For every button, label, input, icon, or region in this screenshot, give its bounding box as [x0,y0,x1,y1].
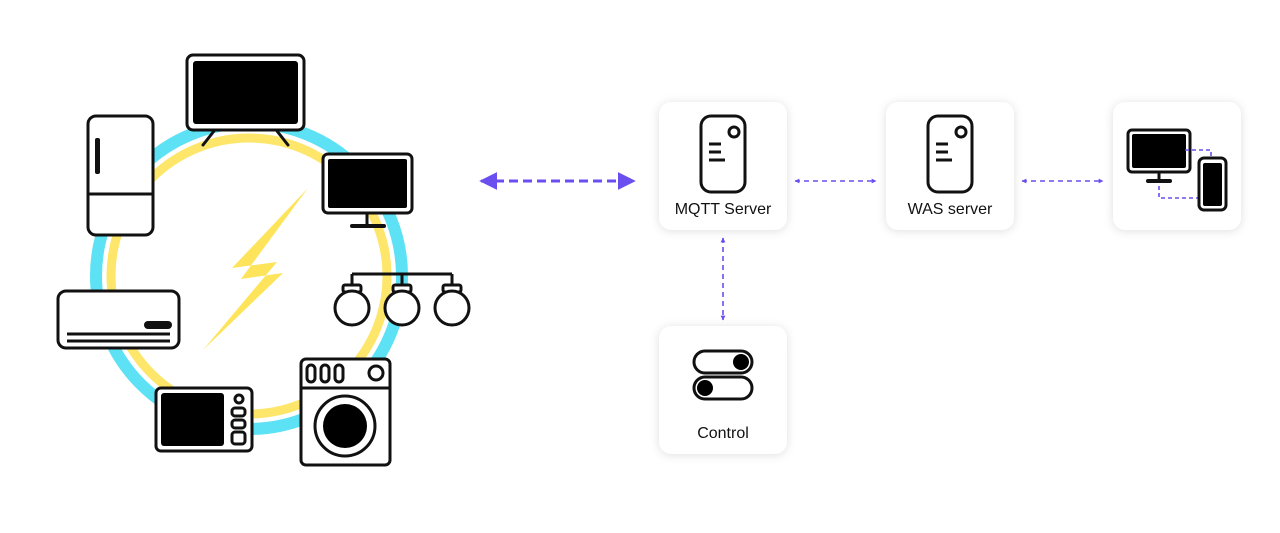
mqtt-server-label: MQTT Server [674,201,772,218]
desktop-and-phone-icon [1126,128,1228,212]
air-conditioner-icon [56,289,181,350]
was-server-label: WAS server [907,201,993,218]
ceiling-lights-icon [333,272,471,327]
was-server-node: WAS server [886,102,1014,230]
control-label: Control [697,425,749,442]
server-icon [926,114,974,194]
microwave-icon [154,386,254,453]
server-icon [699,114,747,194]
washing-machine-icon [299,357,392,467]
monitor-icon [321,152,414,228]
mqtt-server-node: MQTT Server [659,102,787,230]
lightning-icon [203,188,308,350]
tv-icon [185,53,306,147]
toggle-switches-icon [692,349,754,401]
refrigerator-icon [86,114,155,237]
control-node: Control [659,326,787,454]
client-devices-node [1113,102,1241,230]
